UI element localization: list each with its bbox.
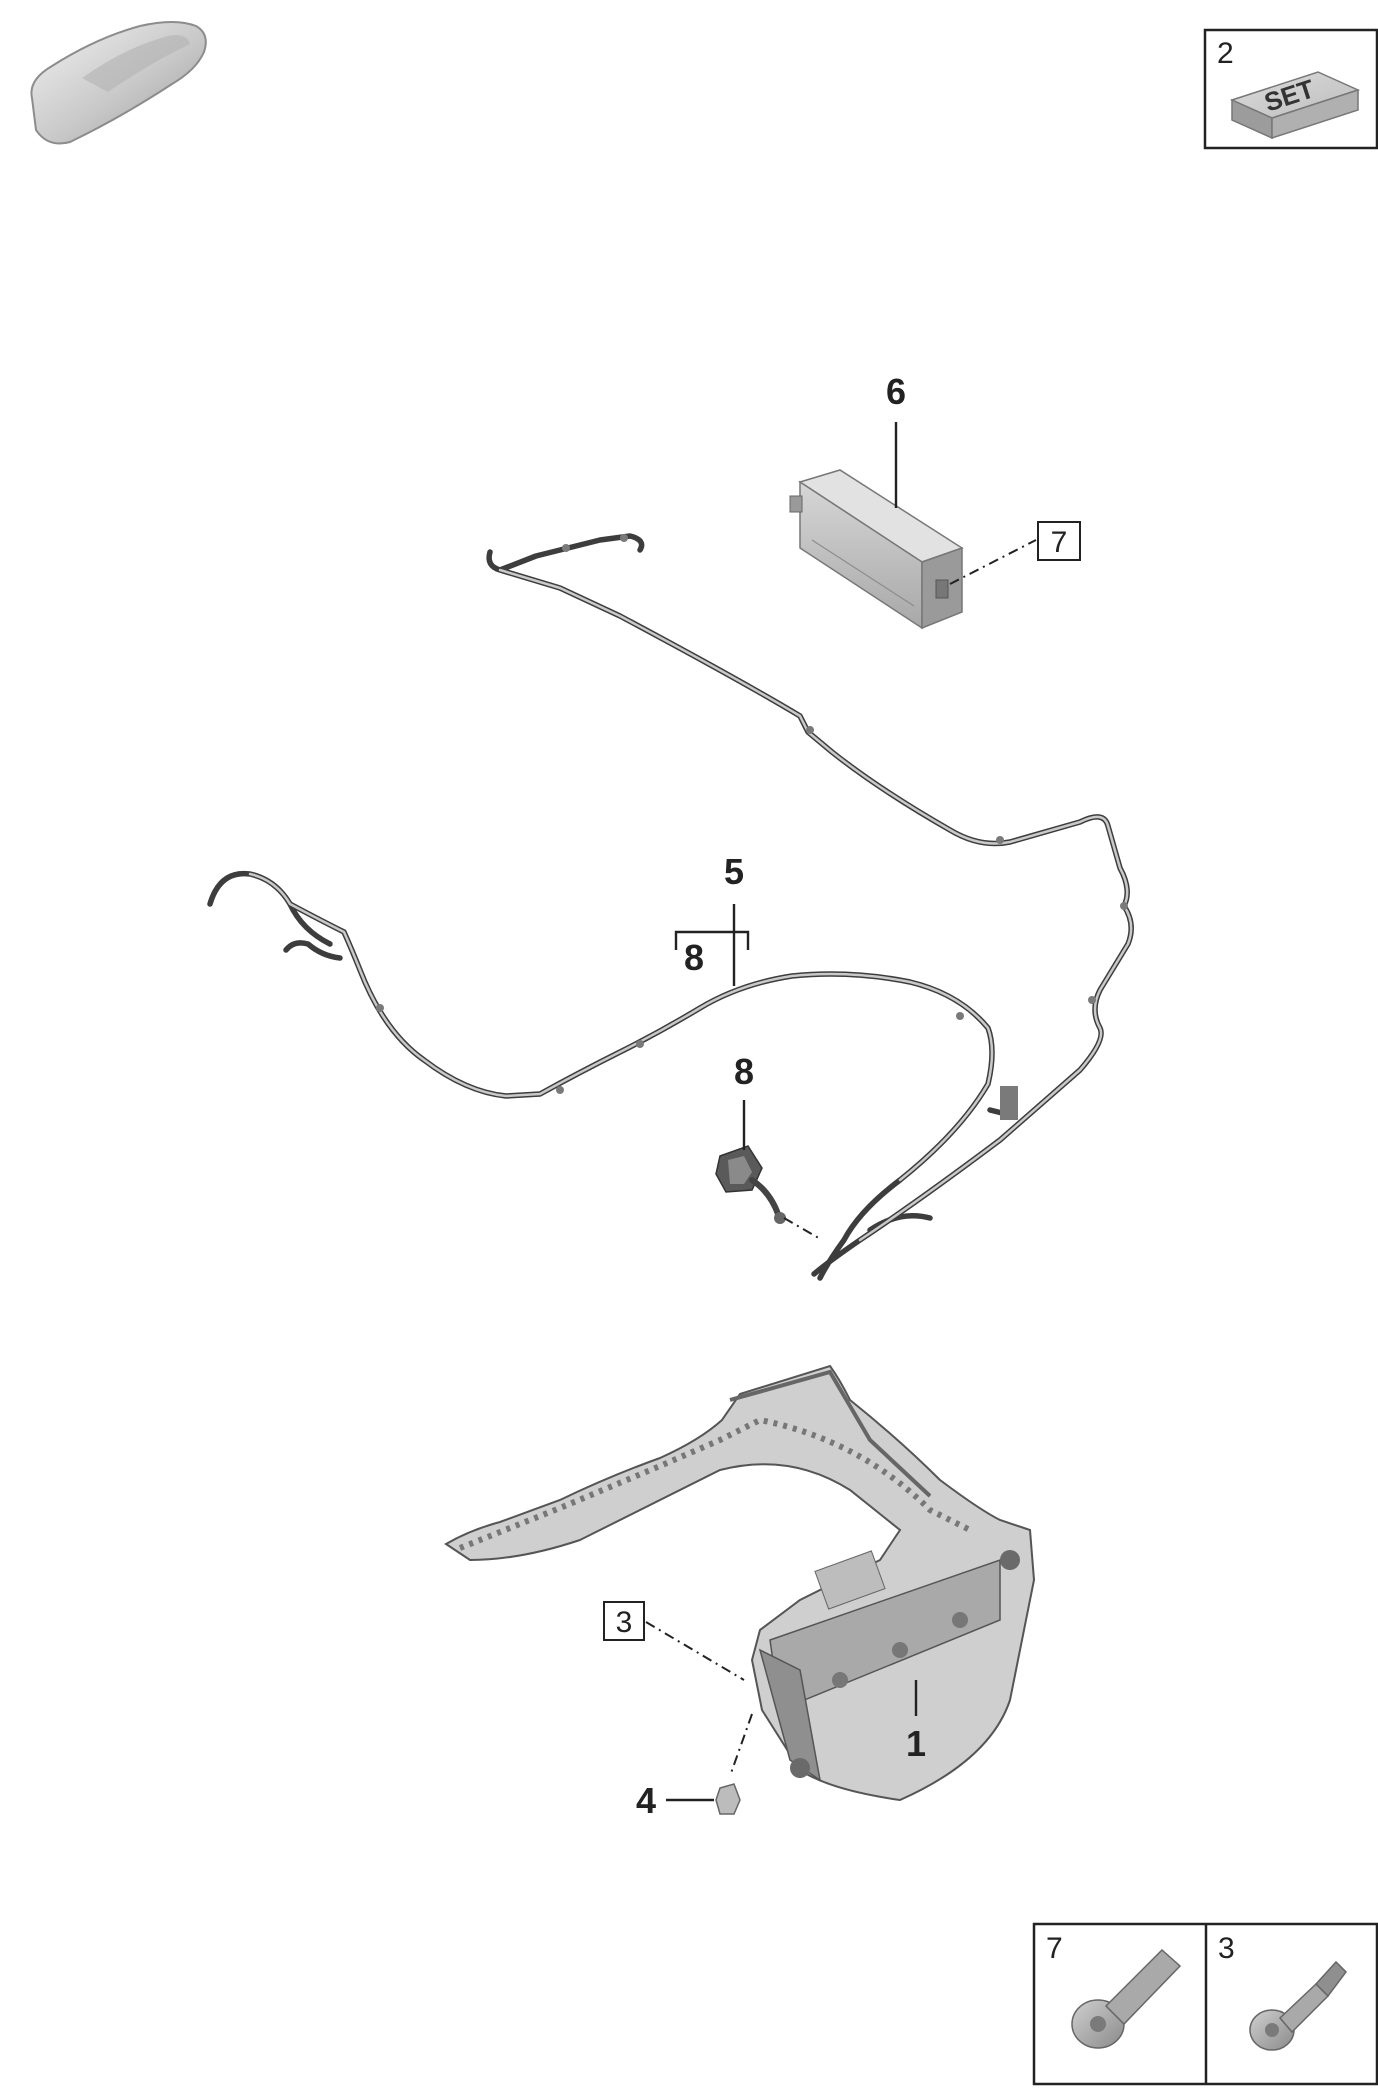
leader-3 [645, 1621, 745, 1681]
connector-part [715, 1145, 786, 1224]
legend-item-7: 7 [1046, 1932, 1182, 2049]
car-silhouette-icon [30, 21, 207, 145]
legend-number-7: 7 [1046, 1932, 1063, 1965]
callout-harness: 5 [724, 851, 744, 892]
callout-nut: 4 [636, 1780, 656, 1821]
ref-screw-frame: 3 [616, 1606, 633, 1639]
kit-number: 2 [1217, 37, 1234, 70]
legend-number-3: 3 [1218, 1932, 1235, 1965]
dash-4 [729, 1713, 753, 1777]
stud-bolt-icon [1249, 1960, 1347, 2051]
dash-8 [783, 1217, 823, 1241]
callout-frame: 1 [906, 1723, 926, 1764]
flange-bolt-icon [1071, 1948, 1182, 2049]
wiring-harness [207, 533, 1134, 1281]
callout-harness-sub: 8 [684, 937, 704, 978]
frame-part [444, 1364, 1036, 1802]
ref-box-7 [1037, 521, 1081, 561]
callout-connector: 8 [734, 1051, 754, 1092]
bracket-5 [674, 930, 750, 950]
callout-control-unit: 6 [886, 371, 906, 412]
leader-7 [949, 539, 1037, 585]
ref-screw-unit: 7 [1051, 526, 1068, 559]
legend-item-3: 3 [1218, 1932, 1347, 2051]
fastener-legend: 7 3 [1032, 1922, 1378, 2086]
control-unit-module [789, 469, 964, 630]
set-box-icon: SET [1229, 71, 1361, 140]
ref-box-3 [603, 1601, 645, 1641]
nut-part [715, 1783, 741, 1815]
kit-panel: 2 SET [1203, 28, 1378, 150]
